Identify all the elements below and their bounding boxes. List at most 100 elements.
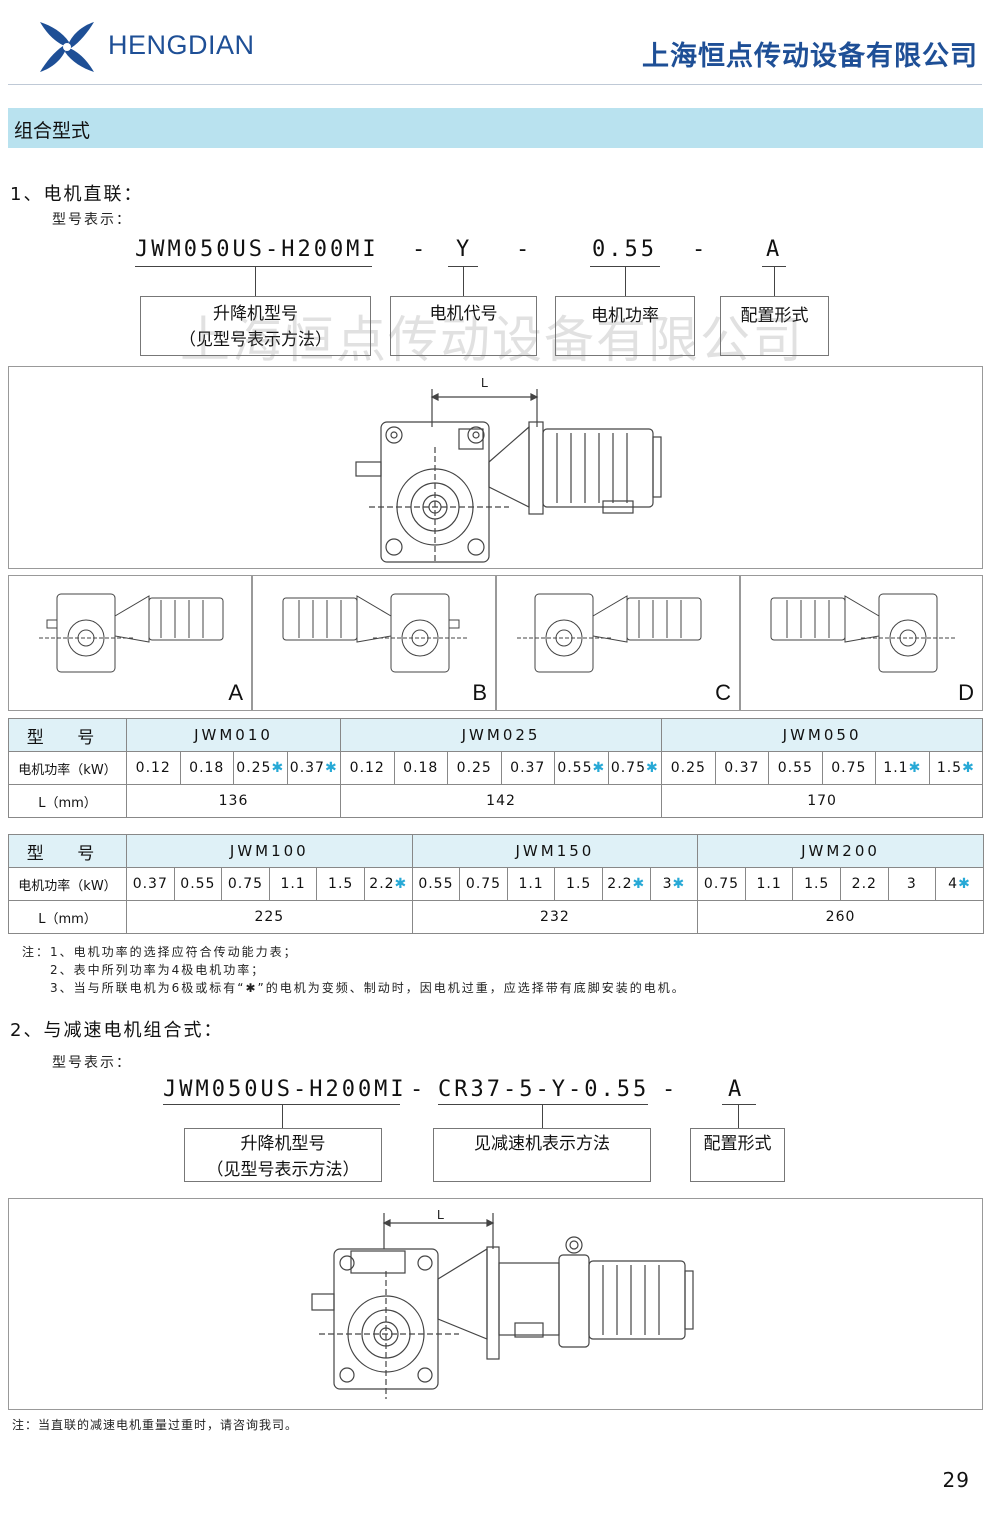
code-underline (163, 1104, 400, 1105)
view-panel-a: A (8, 575, 252, 711)
power-cell: 0.75✱ (607, 751, 663, 785)
spec-table-2: 型 号 JWM100 JWM150 JWM200 电机功率（kW） 0.37 0… (8, 834, 984, 934)
power-cell: 0.37 (500, 751, 556, 785)
model-header: JWM010 (125, 718, 342, 752)
box-config: 配置形式 (690, 1128, 785, 1182)
star-mark: ✱ (271, 760, 285, 776)
star-mark: ✱ (646, 760, 659, 776)
power-cell: 3✱ (649, 867, 699, 901)
power-cell: 0.12 (126, 751, 181, 785)
dimension-label: L (481, 375, 489, 390)
power-cell: 0.55 (411, 867, 461, 901)
star-mark: ✱ (908, 760, 922, 776)
power-cell: 2.2✱ (601, 867, 651, 901)
model-header: JWM050 (661, 718, 984, 752)
box-lifter-model: 升降机型号（见型号表示方法） (140, 296, 371, 356)
view-panel-b: B (252, 575, 496, 711)
section1-model-label: 型号表示： (52, 212, 132, 228)
star-mark: ✱ (592, 760, 606, 776)
power-cell: 0.55 (768, 751, 823, 785)
power-cell: 0.55✱ (554, 751, 609, 785)
star-mark: ✱ (962, 760, 975, 776)
code-part-dash: - (516, 237, 533, 262)
power-cell: 0.37✱ (286, 751, 342, 785)
length-cell: 260 (697, 900, 984, 934)
row-label-model: 型 号 (8, 718, 127, 752)
power-cell: 4✱ (935, 867, 984, 901)
box-config: 配置形式 (720, 296, 829, 356)
note-line-1: 注：1、电机功率的选择应符合传动能力表； (22, 945, 298, 959)
code-part-reducer: CR37-5-Y-0.55 (438, 1077, 650, 1102)
length-cell: 170 (661, 784, 984, 818)
note-line-2: 2、表中所列功率为4极电机功率； (50, 963, 266, 977)
power-cell: 3 (887, 867, 937, 901)
code-part-dash: - (412, 237, 429, 262)
section2-heading: 2、与减速电机组合式： (10, 1020, 224, 1041)
direct-drive-drawing: L (8, 366, 983, 569)
reducer-combination-drawing: L (8, 1198, 983, 1410)
code-connector (255, 266, 256, 296)
view-panel-c: C (496, 575, 740, 711)
power-cell: 0.25 (447, 751, 502, 785)
view-label-c: C (715, 680, 731, 705)
star-mark: ✱ (394, 876, 408, 892)
star-mark: ✱ (958, 876, 971, 892)
box-motor-power: 电机功率 (555, 296, 695, 356)
row-label-length: L（mm） (8, 900, 127, 934)
row-label-length: L（mm） (8, 784, 127, 818)
code-connector (463, 266, 464, 296)
code-part-config: A (766, 237, 783, 262)
view-panel-d: D (740, 575, 983, 711)
power-cell: 0.37 (714, 751, 770, 785)
section1-heading: 1、电机直联： (10, 184, 144, 205)
power-cell: 1.5 (792, 867, 841, 901)
length-cell: 136 (125, 784, 342, 818)
view-label-a: A (228, 680, 243, 705)
power-cell: 0.12 (340, 751, 395, 785)
code-connector (738, 1104, 739, 1128)
power-cell: 1.5 (316, 867, 365, 901)
power-cell: 0.75 (821, 751, 877, 785)
code-underline (438, 1104, 648, 1105)
row-label-power: 电机功率（kW） (8, 751, 127, 785)
power-cell: 0.75 (697, 867, 746, 901)
section2-model-label: 型号表示： (52, 1055, 132, 1071)
model-header: JWM200 (697, 834, 984, 868)
power-cell: 2.2 (840, 867, 889, 901)
power-cell: 0.25 (661, 751, 716, 785)
code-part-model: JWM050US-H200MI (163, 1077, 407, 1102)
row-label-power: 电机功率（kW） (8, 867, 127, 901)
power-cell: 1.1 (506, 867, 556, 901)
model-header: JWM150 (411, 834, 699, 868)
code-part-motor: Y (456, 237, 473, 262)
code-part-dash: - (692, 237, 709, 262)
power-cell: 1.1✱ (875, 751, 930, 785)
power-cell: 0.18 (393, 751, 449, 785)
power-cell: 2.2✱ (363, 867, 413, 901)
power-cell: 0.55 (173, 867, 223, 901)
banner-title: 组合型式 (14, 120, 91, 142)
star-mark: ✱ (324, 760, 338, 776)
model-header: JWM100 (126, 834, 413, 868)
page-number: 29 (942, 1468, 970, 1492)
code-part-dash: - (662, 1077, 679, 1102)
power-cell: 1.1 (268, 867, 318, 901)
brand-name: HENGDIAN (108, 30, 255, 60)
code-part-power: 0.55 (592, 237, 657, 262)
star-mark: ✱ (672, 876, 686, 892)
power-cell: 0.25✱ (233, 751, 288, 785)
code-connector (542, 1104, 543, 1128)
box-reducer: 见减速机表示方法 (433, 1128, 651, 1182)
hengdian-logo-icon (36, 18, 98, 76)
length-cell: 225 (126, 900, 413, 934)
spec-table-1: 型 号 JWM010 JWM025 JWM050 电机功率（kW） 0.12 0… (8, 718, 984, 818)
code-connector (282, 1104, 283, 1128)
company-name: 上海恒点传动设备有限公司 (642, 41, 978, 72)
header-divider (8, 84, 982, 85)
length-cell: 232 (411, 900, 699, 934)
model-header: JWM025 (340, 718, 663, 752)
dimension-label: L (437, 1207, 445, 1222)
code-underline (135, 266, 372, 267)
power-cell: 0.75 (221, 867, 270, 901)
note-line-3: 3、当与所联电机为6极或标有“✱”的电机为变频、制动时，因电机过重，应选择带有底… (50, 981, 686, 995)
